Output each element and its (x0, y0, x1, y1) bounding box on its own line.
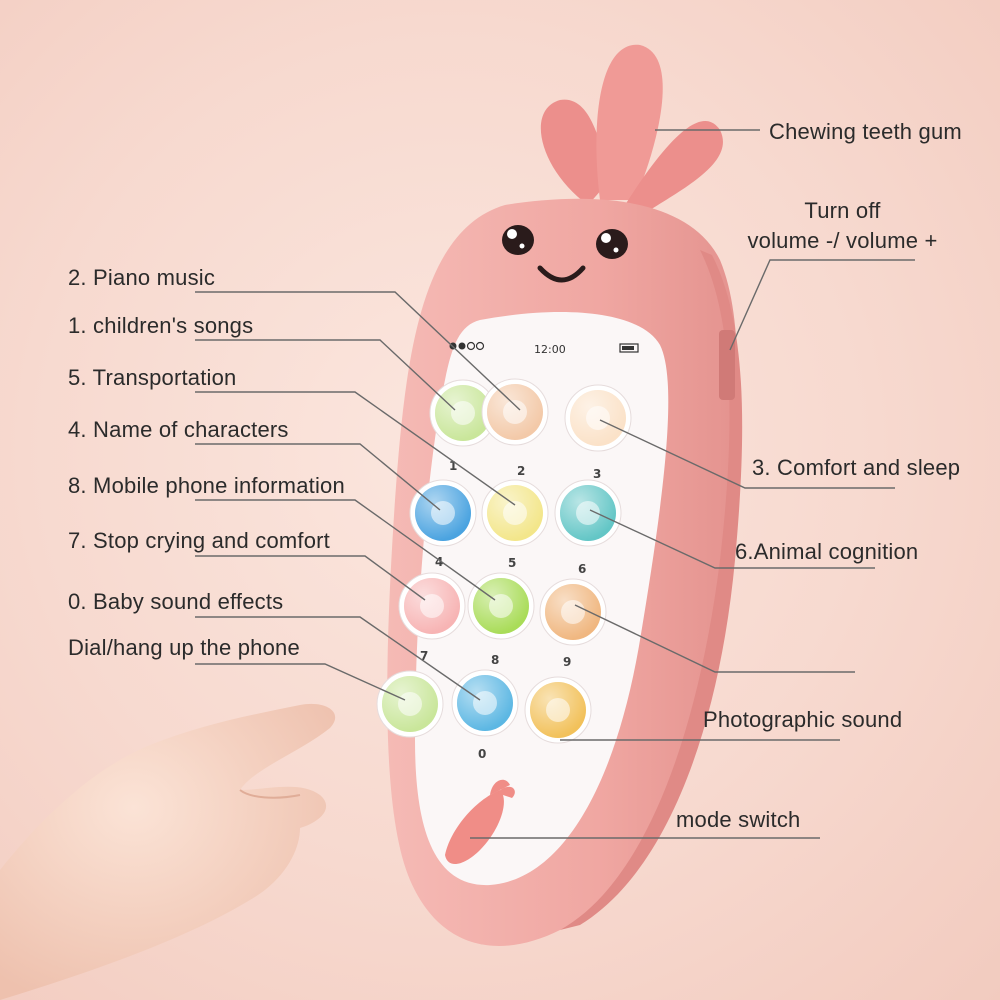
piano-icon (503, 400, 527, 424)
keypad-number: 1 (449, 459, 457, 473)
label-name-of-characters: 4. Name of characters (68, 417, 289, 442)
label-mobile-info: 8. Mobile phone information (68, 473, 345, 498)
moon-baby-icon (586, 406, 610, 430)
keypad-number: 0 (478, 747, 486, 761)
keypad-number: 3 (593, 467, 601, 481)
keypad-number: 9 (563, 655, 571, 669)
keypad-button-3[interactable] (564, 384, 632, 452)
keypad-button-6[interactable] (554, 479, 622, 547)
cat-icon (576, 501, 600, 525)
leader-comfort-sleep (599, 419, 895, 489)
leader-lines (195, 129, 915, 839)
baby-face-icon (473, 691, 497, 715)
keypad-button-7[interactable] (398, 572, 466, 640)
label-transportation: 5. Transportation (68, 365, 237, 390)
keypad-button-camera[interactable] (524, 676, 592, 744)
chewing-gum-leaves (540, 44, 723, 210)
keypad-button-9[interactable] (539, 578, 607, 646)
label-comfort-sleep: 3. Comfort and sleep (752, 455, 961, 480)
keypad-number: 7 (420, 649, 428, 663)
label-animal-cognition: 6.Animal cognition (735, 539, 919, 564)
volume-switch[interactable] (719, 330, 735, 400)
keypad-number: 8 (491, 653, 499, 667)
camera-icon (546, 698, 570, 722)
phone-handset-icon (398, 692, 422, 716)
phone-screen (415, 312, 669, 886)
keypad-number: 5 (508, 556, 516, 570)
label-stop-crying: 7. Stop crying and comfort (68, 528, 330, 553)
label-volume-line1: Turn off (804, 198, 881, 223)
sun-icon (561, 600, 585, 624)
label-piano-music: 2. Piano music (68, 265, 216, 290)
label-childrens-songs: 1. children's songs (68, 313, 254, 338)
label-chewing-gum: Chewing teeth gum (769, 119, 962, 144)
keypad-number: 4 (435, 555, 443, 569)
keypad-number: 6 (578, 562, 586, 576)
keypad-button-4[interactable] (409, 479, 477, 547)
keypad-button-1[interactable] (429, 379, 497, 447)
keypad-button-dial[interactable] (376, 670, 444, 738)
boy-face-icon (431, 501, 455, 525)
keypad-button-8[interactable] (467, 572, 535, 640)
leader-songs (195, 339, 456, 411)
leader-transport (195, 391, 516, 506)
leader-volume (729, 259, 915, 351)
label-dial-hangup: Dial/hang up the phone (68, 635, 300, 660)
keypad-button-0[interactable] (451, 669, 519, 737)
mode-switch[interactable] (445, 779, 515, 865)
keypad-button-5[interactable] (481, 479, 549, 547)
keypad-number: 2 (517, 464, 525, 478)
leader-baby-sound (195, 616, 481, 701)
status-time: 12:00 (534, 343, 566, 356)
leader-stop-crying (195, 555, 426, 601)
music-notes-icon (451, 401, 475, 425)
leader-characters (195, 443, 441, 511)
leader-piano (195, 291, 521, 411)
carrot-face (502, 225, 628, 283)
leader-mobile-info (195, 499, 496, 601)
keypad: 1 2 3 4 5 6 7 8 9 0 (376, 378, 632, 761)
leader-sun (574, 604, 855, 673)
label-baby-sound: 0. Baby sound effects (68, 589, 284, 614)
keypad-button-2[interactable] (481, 378, 549, 446)
baby-hand (0, 703, 336, 1000)
label-photographic-sound: Photographic sound (703, 707, 903, 732)
leader-animal (589, 509, 875, 569)
leader-dial (195, 663, 406, 701)
label-volume-line2: volume -/ volume + (747, 228, 938, 253)
airplane-icon (503, 501, 527, 525)
label-mode-switch: mode switch (676, 807, 801, 832)
pacifier-icon (420, 594, 444, 618)
